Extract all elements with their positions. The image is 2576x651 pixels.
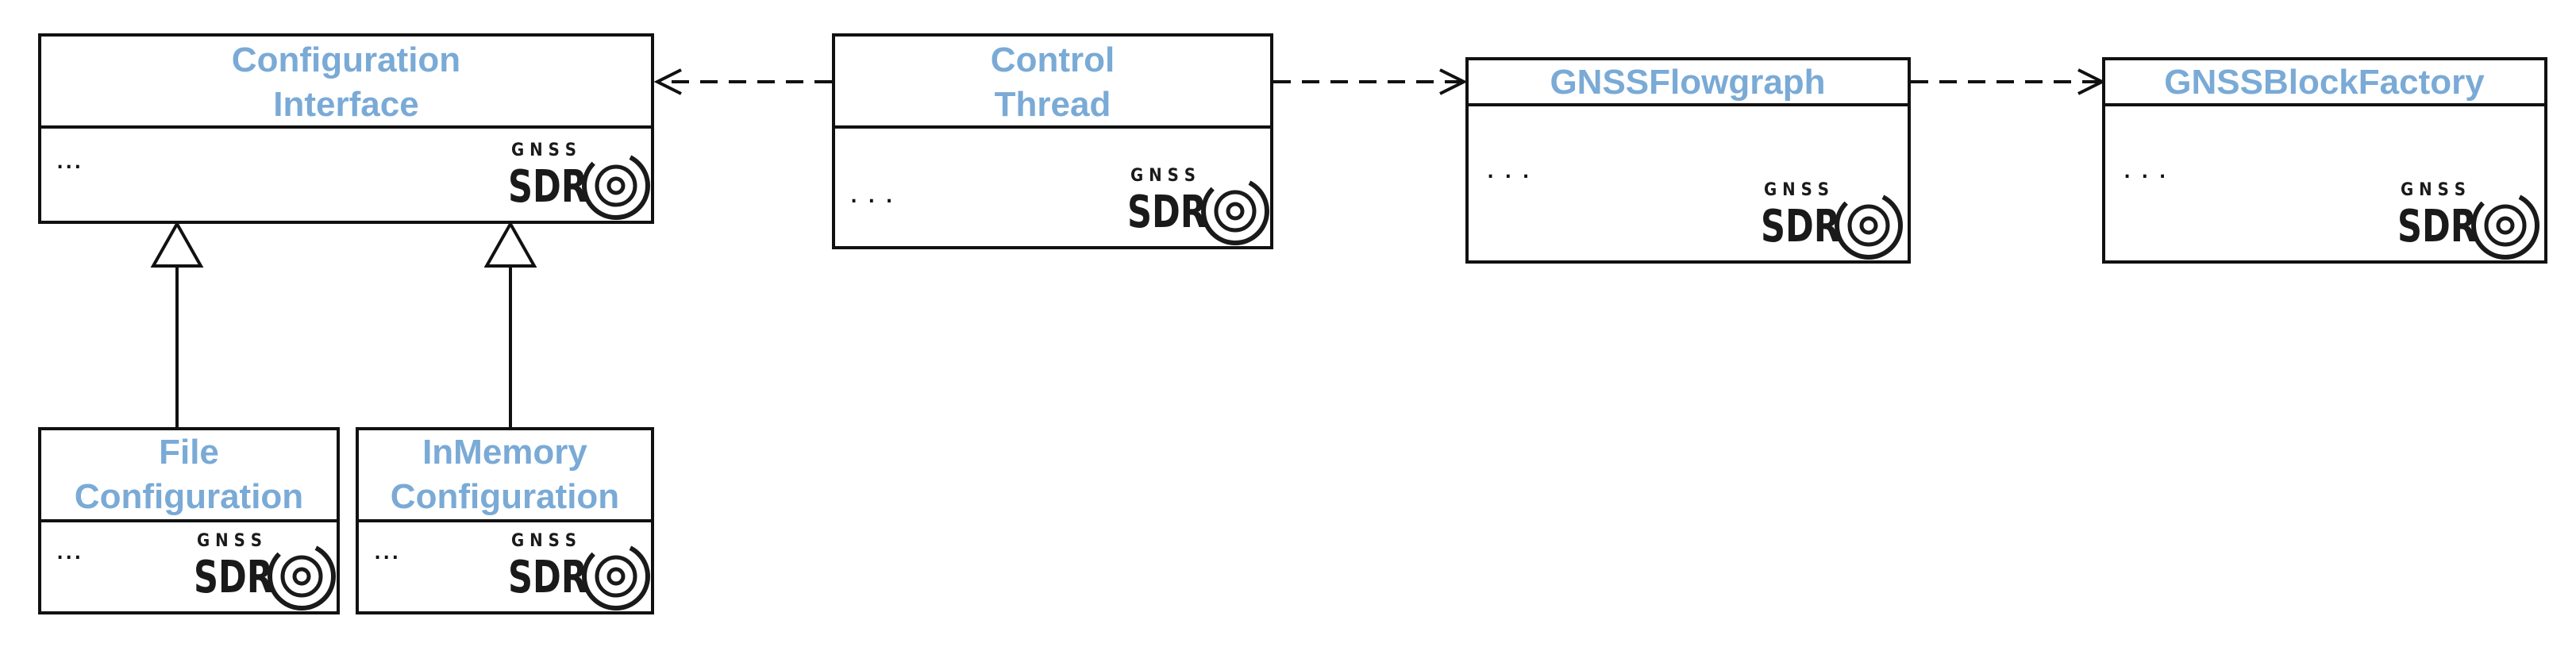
class-body-ellipsis: ... <box>56 531 82 566</box>
class-title-line: GNSSFlowgraph <box>1550 63 1825 102</box>
class-control-thread: Control Thread . . . <box>832 33 1273 249</box>
class-inmemory-configuration: InMemory Configuration ... <box>356 427 654 614</box>
inheritance-triangle-inmemory <box>483 220 537 268</box>
class-title-line: Configuration <box>391 477 619 516</box>
class-gnss-flowgraph: GNSSFlowgraph . . . <box>1465 57 1911 264</box>
class-title-line: InMemory <box>422 433 587 472</box>
class-body-ellipsis: . . . <box>2123 150 2167 185</box>
class-configuration-interface: Configuration Interface ... <box>38 33 654 224</box>
arrowhead-flowgraph <box>1439 68 1468 95</box>
inheritance-triangle-file <box>150 220 204 268</box>
arrowhead-configuration <box>653 68 682 95</box>
class-title-line: Configuration <box>75 477 303 516</box>
class-body-ellipsis: ... <box>56 141 82 175</box>
class-body-ellipsis: ... <box>373 531 399 566</box>
class-gnss-block-factory: GNSSBlockFactory . . . <box>2102 57 2547 264</box>
class-body-ellipsis: . . . <box>1486 150 1531 185</box>
class-file-configuration: File Configuration ... <box>38 427 340 614</box>
class-title-line: Control <box>991 40 1115 79</box>
class-title-line: Thread <box>995 85 1111 124</box>
class-title-line: Configuration <box>232 40 460 79</box>
class-title-line: File <box>159 433 219 472</box>
class-body-ellipsis: . . . <box>849 175 894 210</box>
class-title-line: Interface <box>273 85 418 124</box>
class-title-line: GNSSBlockFactory <box>2164 63 2485 102</box>
